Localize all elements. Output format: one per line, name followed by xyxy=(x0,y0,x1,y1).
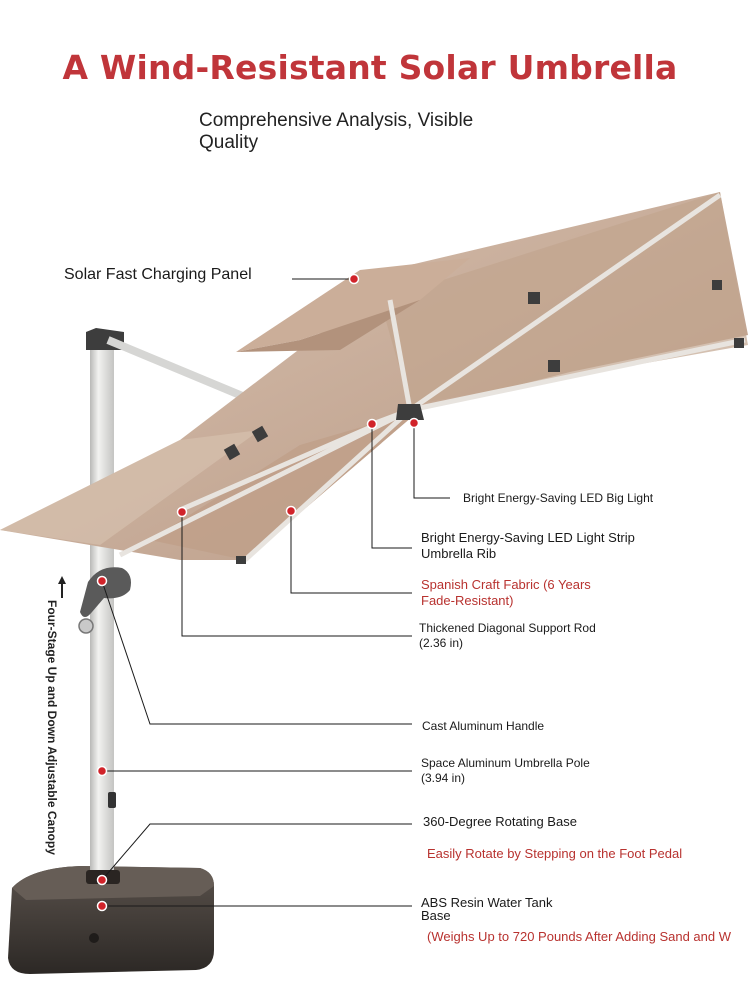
marker-handle xyxy=(96,575,108,587)
marker-solar-panel xyxy=(348,273,360,285)
callout-markers xyxy=(96,273,420,912)
leader-lines xyxy=(101,278,450,907)
marker-rotating-base xyxy=(96,874,108,886)
label-pole: Space Aluminum Umbrella Pole (3.94 in) xyxy=(421,756,590,785)
water-tank-base xyxy=(8,866,214,974)
marker-support-rod xyxy=(176,506,188,518)
adjustable-canopy-label: Four-Stage Up and Down Adjustable Canopy xyxy=(45,600,59,855)
label-rotating-base: 360-Degree Rotating Base xyxy=(423,814,577,829)
marker-pole xyxy=(96,765,108,777)
marker-fabric xyxy=(285,505,297,517)
label-solar-panel: Solar Fast Charging Panel xyxy=(64,266,252,283)
marker-led-strip xyxy=(366,418,378,430)
label-water-tank: ABS Resin Water Tank Base xyxy=(421,895,553,923)
canopy xyxy=(0,192,748,564)
page-title: A Wind-Resistant Solar Umbrella xyxy=(62,48,678,87)
label-led-big-light: Bright Energy-Saving LED Big Light xyxy=(463,491,654,505)
label-rotate-note: Easily Rotate by Stepping on the Foot Pe… xyxy=(427,846,683,861)
label-handle: Cast Aluminum Handle xyxy=(422,719,545,733)
label-support-rod: Thickened Diagonal Support Rod (2.36 in) xyxy=(419,621,596,650)
label-fabric: Spanish Craft Fabric (6 Years Fade-Resis… xyxy=(421,577,591,608)
label-weight-note: (Weighs Up to 720 Pounds After Adding Sa… xyxy=(427,929,732,944)
marker-led-big-light xyxy=(408,417,420,429)
marker-water-tank xyxy=(96,900,108,912)
page-subtitle: Comprehensive Analysis, Visible Quality xyxy=(199,110,474,153)
label-led-strip: Bright Energy-Saving LED Light Strip Umb… xyxy=(421,530,635,561)
